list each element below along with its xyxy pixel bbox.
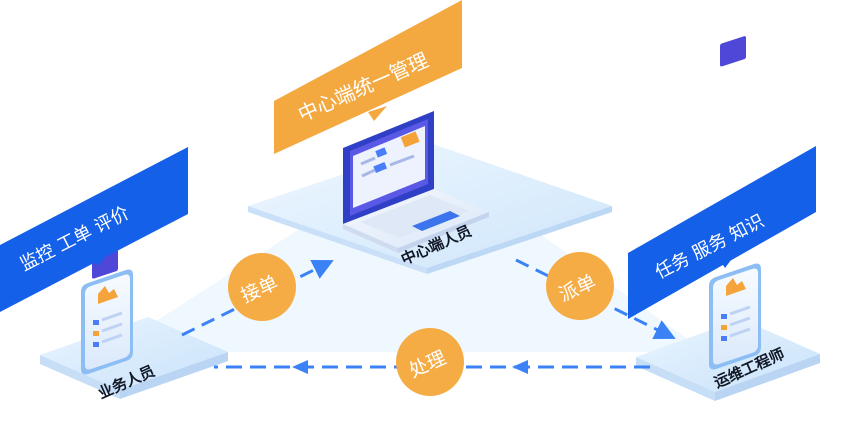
laptop-icon	[343, 111, 489, 253]
flow-line-accept	[181, 260, 334, 337]
phone-icon-right	[709, 36, 761, 370]
arrow-icon	[512, 360, 528, 374]
action-handle: 处理	[396, 328, 464, 396]
phone-icon-left	[81, 248, 133, 375]
action-dispatch: 派单	[546, 252, 614, 320]
flow-line-dispatch	[515, 258, 676, 339]
arrow-icon	[292, 360, 308, 374]
action-accept: 接单	[228, 253, 296, 321]
